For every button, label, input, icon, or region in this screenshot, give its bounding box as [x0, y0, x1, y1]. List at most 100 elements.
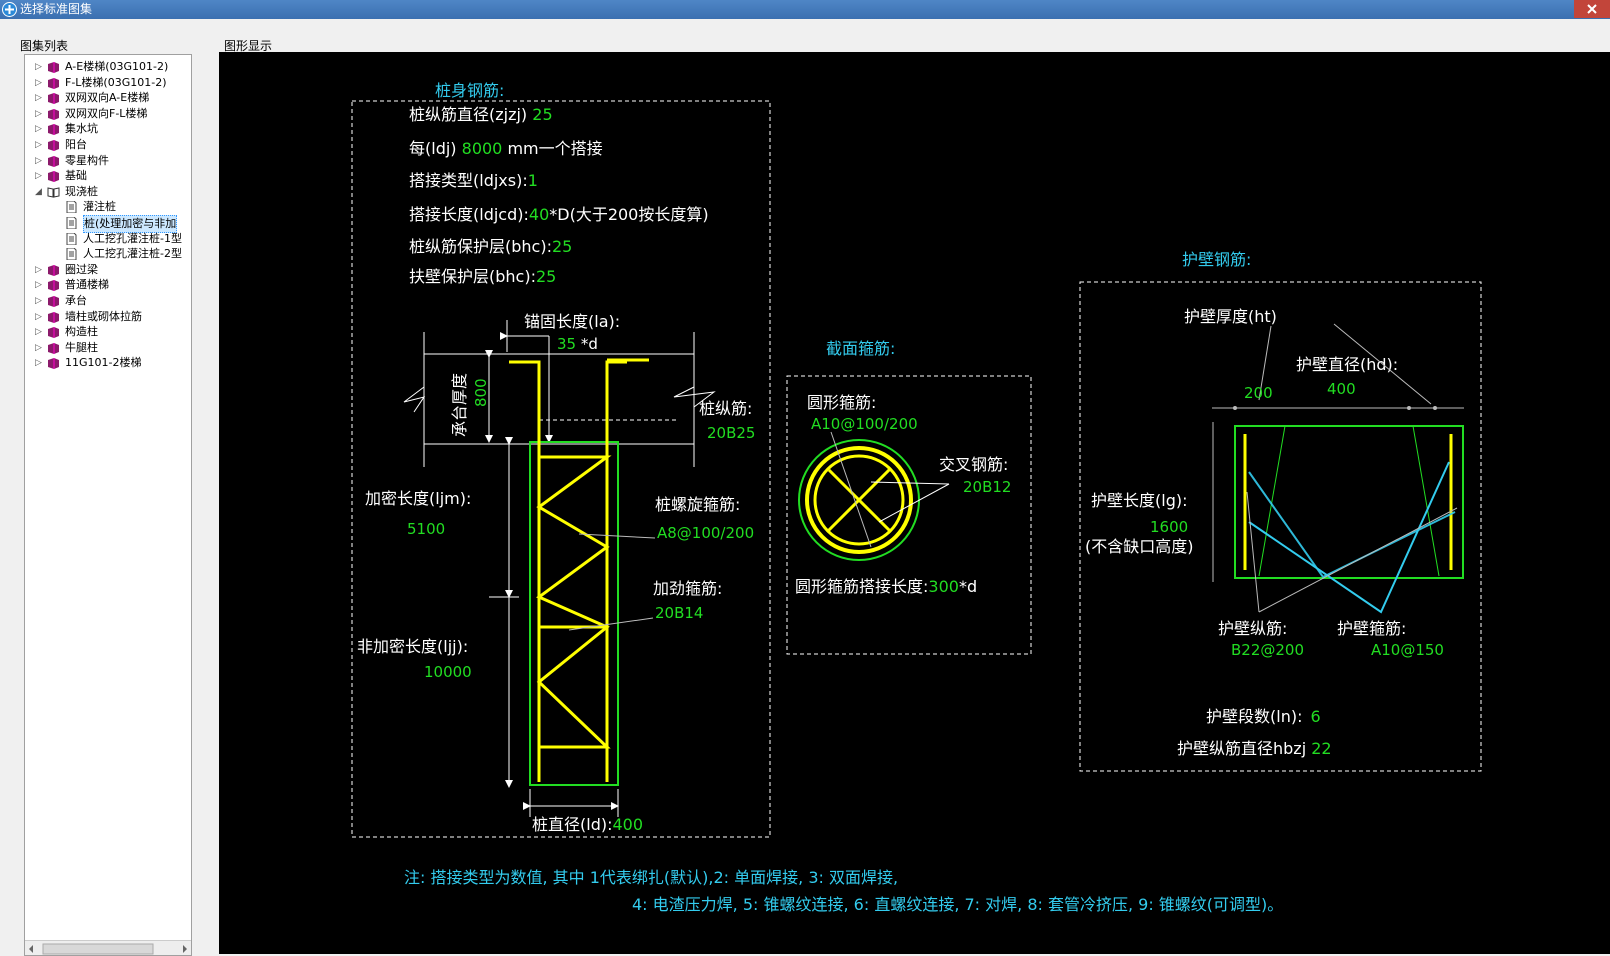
long-bar-value: 20B25 — [707, 424, 755, 442]
circular-stirrup-value: A10@100/200 — [811, 415, 918, 433]
section-title: 截面箍筋: — [826, 339, 895, 358]
expand-icon[interactable]: ▷ — [35, 108, 42, 119]
svg-text:扶壁保护层(bhc):25: 扶壁保护层(bhc):25 — [409, 267, 556, 286]
book-icon — [47, 155, 60, 167]
non-dense-length-value: 10000 — [424, 663, 472, 681]
svg-text:护壁段数(ln):6: 护壁段数(ln):6 — [1206, 707, 1321, 726]
atlas-tree[interactable]: ▷ A-E楼梯(03G101-2) ▷ F-L楼梯(03G101-2) ▷ 双网双向A-E… — [24, 54, 192, 956]
tree-item-label: 构造柱 — [65, 325, 98, 339]
pile-dia-label: 桩纵筋直径(zjzj) — [409, 105, 527, 124]
close-button[interactable] — [1574, 0, 1610, 18]
cap-thickness-value: 800 — [472, 378, 490, 407]
tree-item-label: 圈过梁 — [65, 262, 98, 276]
stiff-stirrup-value: 20B14 — [655, 604, 703, 622]
tree-item-label: 灌注桩 — [83, 200, 116, 214]
book-icon — [47, 123, 60, 136]
lap-each-suffix: mm一个搭接 — [507, 139, 602, 158]
lap-length-label: 搭接长度(ldjcd): — [409, 205, 529, 224]
graphic-canvas: 桩身钢筋: 桩纵筋直径(zjzj) 25 每(ldj) 8000 mm一个搭接 … — [219, 52, 1610, 954]
tree-item-label: 人工挖孔灌注桩-2型 — [83, 247, 182, 261]
lap-each-value: 8000 — [462, 139, 503, 158]
expand-icon[interactable]: ▷ — [35, 311, 42, 322]
expand-icon[interactable]: ▷ — [35, 124, 42, 135]
svg-text:桩直径(ld):400: 桩直径(ld):400 — [532, 815, 643, 834]
tree-item-label: 牛腿柱 — [65, 340, 98, 354]
book-icon — [47, 295, 60, 307]
expand-icon[interactable]: ▷ — [35, 140, 42, 150]
wall-thickness-value: 200 — [1244, 384, 1273, 402]
section-frame — [786, 375, 1032, 655]
title-bar: 选择标准图集 — [0, 0, 1610, 19]
wall-thickness-label: 护壁厚度(ht) — [1184, 307, 1277, 326]
close-icon — [1587, 4, 1597, 14]
expand-icon[interactable]: ▷ — [35, 155, 42, 166]
expand-icon[interactable]: ▷ — [35, 280, 42, 291]
book-icon — [47, 357, 60, 370]
note-line-1: 注: 搭接类型为数值, 其中 1代表绑扎(默认),2: 单面焊接, 3: 双面焊… — [404, 868, 898, 887]
tree-item-label: F-L楼梯(03G101-2) — [65, 75, 167, 89]
long-bar-label: 桩纵筋: — [699, 399, 752, 418]
book-icon — [47, 61, 60, 73]
bar-cover-label: 桩纵筋保护层(bhc): — [409, 237, 552, 256]
circular-lap-suffix: *d — [959, 577, 977, 596]
book-icon — [47, 139, 60, 151]
tree-item-label: A-E楼梯(03G101-2) — [65, 60, 169, 73]
dense-length-value: 5100 — [407, 520, 445, 538]
atlas-list-label: 图集列表 — [20, 39, 69, 53]
lap-each-prefix: 每(ldj) — [409, 139, 457, 158]
wall-stirrup-value: A10@150 — [1371, 641, 1444, 659]
book-icon — [47, 264, 60, 276]
document-icon — [65, 216, 78, 230]
expand-icon[interactable]: ▷ — [35, 62, 42, 72]
book-icon — [47, 311, 60, 323]
stiff-stirrup-label: 加劲箍筋: — [653, 579, 722, 598]
tree-item-label: 墙柱或砌体拉筋 — [65, 309, 142, 323]
graphic-view-label: 图形显示 — [224, 39, 273, 53]
wall-long-bar-label: 护壁纵筋: — [1218, 619, 1287, 638]
tree-item-label: 承台 — [65, 294, 87, 307]
expand-icon[interactable]: ▷ — [35, 171, 42, 182]
svg-text:每(ldj) 8000 mm一个搭接: 每(ldj) 8000 mm一个搭接 — [409, 139, 603, 158]
book-icon — [47, 170, 60, 183]
wall-outline — [1234, 425, 1464, 579]
expand-icon[interactable]: ▷ — [35, 77, 42, 88]
horizontal-scrollbar[interactable] — [25, 940, 191, 955]
expand-icon[interactable]: ▷ — [35, 327, 42, 338]
pile-diameter-label: 桩直径(ld): — [532, 815, 612, 834]
pile-body-frame — [351, 100, 771, 838]
tree-item-label: 基础 — [65, 169, 87, 183]
circular-stirrup-label: 圆形箍筋: — [807, 393, 876, 412]
open-book-icon — [47, 186, 60, 198]
wall-length-label: 护壁长度(lg): — [1091, 491, 1187, 510]
document-icon — [65, 247, 78, 261]
anchor-suffix: *d — [581, 335, 598, 353]
pile-dia-value: 25 — [532, 105, 552, 124]
wall-segments-value: 6 — [1310, 707, 1320, 726]
wall-cover-value: 25 — [536, 267, 556, 286]
spiral-stirrup-label: 桩螺旋箍筋: — [655, 495, 740, 514]
app-icon — [2, 2, 17, 17]
tree-item-label: 阳台 — [65, 138, 87, 151]
lap-length-suffix: *D(大于200按长度算) — [549, 205, 708, 224]
anchor-label: 锚固长度(la): — [524, 312, 620, 331]
tree-item-label: 双网双向A-E楼梯 — [65, 91, 150, 105]
lap-type-label: 搭接类型(ldjxs): — [409, 171, 528, 190]
tree-item-label: 双网双向F-L楼梯 — [65, 106, 148, 120]
collapse-icon[interactable]: ◢ — [35, 186, 42, 197]
svg-text:桩纵筋保护层(bhc):25: 桩纵筋保护层(bhc):25 — [409, 237, 572, 256]
tree-item-label: 集水坑 — [65, 122, 98, 136]
cross-bar-label: 交叉钢筋: — [939, 455, 1008, 474]
expand-icon[interactable]: ▷ — [35, 264, 42, 275]
svg-text:护壁纵筋直径hbzj 22: 护壁纵筋直径hbzj 22 — [1177, 739, 1332, 758]
expand-icon[interactable]: ▷ — [35, 342, 42, 353]
dense-length-label: 加密长度(ljm): — [365, 489, 471, 508]
pile-diameter-value: 400 — [612, 815, 643, 834]
expand-icon[interactable]: ▷ — [35, 93, 42, 104]
wall-length-note: (不含缺口高度) — [1085, 537, 1194, 556]
wall-bar-dia-label: 护壁纵筋直径hbzj — [1177, 739, 1306, 758]
expand-icon[interactable]: ▷ — [35, 296, 42, 306]
svg-text:搭接类型(ldjxs):1: 搭接类型(ldjxs):1 — [409, 171, 538, 190]
svg-text:搭接长度(ldjcd):40*D(大于200按长度算): 搭接长度(ldjcd):40*D(大于200按长度算) — [409, 205, 709, 224]
pile-body-title: 桩身钢筋: — [435, 81, 504, 100]
expand-icon[interactable]: ▷ — [35, 358, 42, 369]
